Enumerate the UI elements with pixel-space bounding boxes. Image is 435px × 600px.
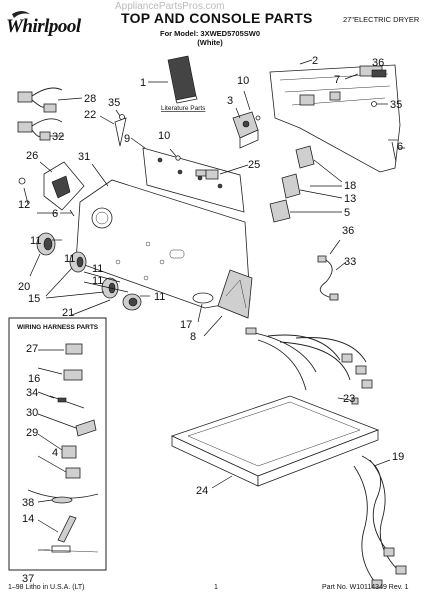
callout-10: 10 <box>158 130 170 142</box>
callout-21: 21 <box>62 307 74 319</box>
callout-23: 23 <box>343 393 355 405</box>
callout-36: 36 <box>372 57 384 69</box>
screw-6-right <box>388 139 398 163</box>
callout-37: 37 <box>22 573 34 585</box>
callout-36: 36 <box>342 225 354 237</box>
callout-11: 11 <box>30 235 41 247</box>
callout-25: 25 <box>248 159 260 171</box>
callout-8: 8 <box>190 331 196 343</box>
callout-14: 14 <box>22 513 34 525</box>
page-title: TOP AND CONSOLE PARTS <box>121 10 313 26</box>
callout-1: 1 <box>140 77 146 89</box>
callout-30: 30 <box>26 407 38 419</box>
callout-26: 26 <box>26 150 38 162</box>
harness-32 <box>17 118 64 141</box>
switch-25 <box>205 169 219 180</box>
callout-33: 33 <box>344 256 356 268</box>
callout-38: 38 <box>22 497 34 509</box>
callout-35: 35 <box>108 97 120 109</box>
model-block: For Model: 3XWED5705SW0 (White) <box>155 29 265 47</box>
brand-name: Whirlpool <box>6 16 81 37</box>
callout-34: 34 <box>26 387 38 399</box>
whirlpool-logo: Whirlpool <box>6 8 81 42</box>
harness-33 <box>317 239 347 301</box>
product-title: 27"ELECTRIC DRYER <box>343 15 420 24</box>
color-line: (White) <box>197 38 223 47</box>
callout-11: 11 <box>154 291 165 303</box>
console-control-plate <box>130 137 245 213</box>
callout-11: 11 <box>92 263 103 275</box>
temperature-switch-5 <box>269 199 342 223</box>
callout-2: 2 <box>312 55 318 67</box>
harness-28 <box>17 87 83 113</box>
knob-20 <box>29 232 56 277</box>
callout-24: 24 <box>196 485 208 497</box>
console-end-cap-8 <box>203 269 253 337</box>
literature-label: Literature Parts <box>161 105 206 112</box>
callout-10: 10 <box>237 75 249 87</box>
dryer-top-panel <box>170 395 380 489</box>
callout-12: 12 <box>18 199 30 211</box>
callout-6: 6 <box>397 141 403 153</box>
callout-16: 16 <box>28 373 40 385</box>
push-button-17 <box>192 292 214 323</box>
callout-15: 15 <box>28 293 40 305</box>
callout-3: 3 <box>227 95 233 107</box>
callout-20: 20 <box>18 281 30 293</box>
clip-23 <box>351 397 359 405</box>
callout-31: 31 <box>78 151 90 163</box>
literature-parts-book: Literature Parts <box>148 55 206 112</box>
callout-19: 19 <box>392 451 404 463</box>
console-back-panel <box>269 59 401 173</box>
callout-27: 27 <box>26 343 38 355</box>
callout-35: 35 <box>390 99 402 111</box>
footer-part-number: Part No. W10114349 Rev. 1 <box>322 584 409 591</box>
footer-page-number: 1 <box>214 584 218 591</box>
timer <box>232 107 259 149</box>
main-wiring-harness <box>245 327 373 391</box>
callout-29: 29 <box>26 427 38 439</box>
callout-7: 7 <box>334 74 340 86</box>
screw-6-left <box>60 209 75 217</box>
callout-13: 13 <box>344 193 356 205</box>
knob-upper <box>69 251 87 273</box>
bracket-22 <box>114 117 127 147</box>
callout-32: 32 <box>52 131 64 143</box>
terminal-block <box>344 65 387 80</box>
callout-6: 6 <box>52 208 58 220</box>
callout-22: 22 <box>84 109 96 121</box>
callout-11: 11 <box>92 275 103 287</box>
harness-19 <box>353 455 407 589</box>
logo-swirl-icon <box>12 11 30 18</box>
console-end-cap <box>39 161 85 211</box>
callout-28: 28 <box>84 93 96 105</box>
push-switch-18 <box>295 145 343 183</box>
wiring-harness-box-title: WIRING HARNESS PARTS <box>17 324 99 331</box>
control-console <box>75 163 251 309</box>
callout-5: 5 <box>344 207 350 219</box>
callout-18: 18 <box>344 180 356 192</box>
model-line: For Model: 3XWED5705SW0 <box>159 29 261 38</box>
callout-4: 4 <box>52 447 58 459</box>
screw-12 <box>18 177 26 185</box>
watermark: AppliancePartsPros.com <box>115 1 225 12</box>
wiring-harness-parts-box <box>8 317 107 571</box>
callout-17: 17 <box>180 319 192 331</box>
selector-switch-13 <box>281 173 343 199</box>
footer-litho: 1–98 Litho in U.S.A. (LT) <box>8 584 85 591</box>
screw-35-right <box>371 101 377 107</box>
callout-11: 11 <box>64 253 75 265</box>
callout-9: 9 <box>124 133 130 145</box>
knob-21 <box>122 293 142 311</box>
